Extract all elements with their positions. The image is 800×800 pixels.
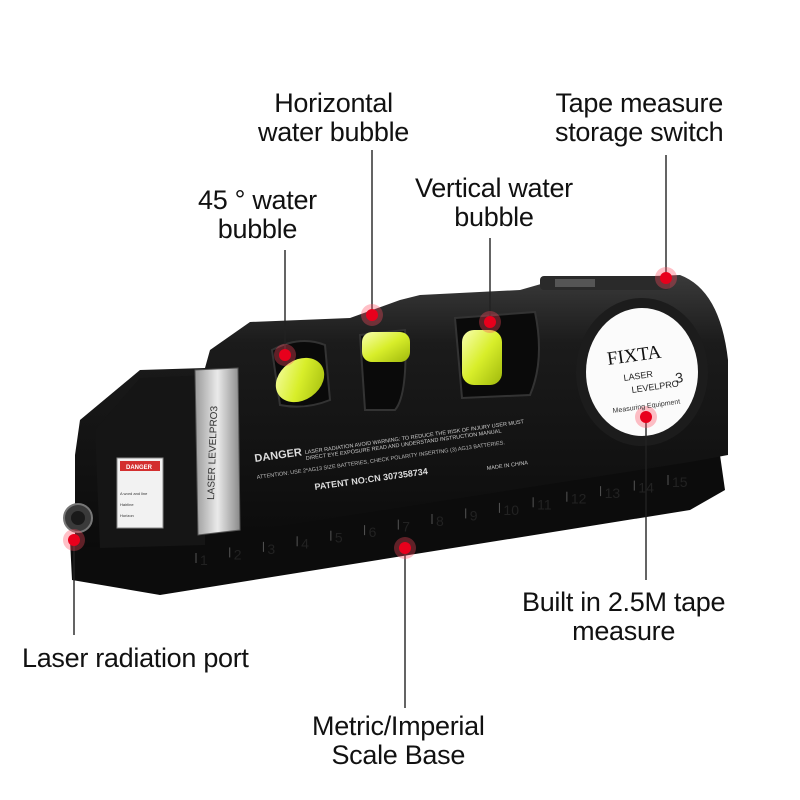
model-num: 3 (674, 369, 684, 386)
callout-line: Tape measure (555, 88, 723, 118)
callout-horizontal-bubble: Horizontal water bubble (258, 89, 409, 147)
callout-line: Scale Base (331, 740, 466, 770)
callout-line: 45 ° water (198, 185, 317, 215)
callout-line: Metric/Imperial (312, 711, 485, 741)
ruler-tick-label: 6 (369, 524, 377, 540)
callout-line: Built in 2.5M tape (522, 587, 726, 617)
sticker-line3: Horizon (120, 513, 134, 518)
ruler-tick-label: 11 (537, 496, 552, 512)
indicator-switch (660, 272, 672, 284)
indicator-45 (279, 349, 291, 361)
ruler-tick-label: 2 (234, 546, 242, 562)
callout-tape-switch: Tape measure storage switch (555, 88, 724, 147)
callout-scale-base: Metric/Imperial Scale Base (312, 712, 485, 770)
callout-line: storage switch (555, 117, 724, 147)
callout-line: Horizontal (274, 88, 393, 118)
model-line1: LASER (623, 369, 654, 383)
indicator-horizontal (366, 309, 378, 321)
sticker-line2: Hairline (120, 502, 134, 507)
sticker-danger: DANGER (126, 465, 153, 471)
indicator-scale (399, 542, 411, 554)
metal-plate (194, 367, 241, 536)
sticker-line1: A word and line (120, 491, 148, 496)
indicator-laser-port (68, 534, 80, 546)
ruler-tick-label: 5 (335, 530, 343, 546)
side-label: LASER LEVELPRO3 (206, 405, 220, 500)
callout-tape-measure: Built in 2.5M tape measure (522, 587, 726, 646)
callout-45-bubble: 45 ° water bubble (198, 186, 317, 244)
indicator-vertical (484, 316, 496, 328)
ruler-tick-label: 9 (470, 507, 478, 523)
indicator-tape (640, 411, 652, 423)
callout-line: Vertical water (415, 173, 573, 203)
ruler-tick-label: 7 (402, 519, 410, 535)
callout-vertical-bubble: Vertical water bubble (415, 174, 573, 232)
callout-line: measure (572, 616, 676, 646)
callout-laser-port: Laser radiation port (22, 644, 249, 673)
ruler-tick-label: 4 (301, 535, 309, 551)
ruler-tick-label: 1 (200, 552, 208, 568)
ruler-tick-label: 12 (571, 491, 587, 507)
ruler-tick-label: 13 (605, 485, 621, 501)
callout-line: bubble (454, 202, 534, 232)
callout-line: Laser radiation port (22, 643, 249, 673)
ruler-tick-label: 14 (638, 480, 654, 496)
made-in-text: MADE IN CHINA (486, 460, 528, 472)
callout-line: water bubble (258, 117, 410, 147)
ruler-tick-label: 15 (672, 474, 688, 490)
callout-line: bubble (217, 214, 298, 244)
ruler-tick-label: 8 (436, 513, 444, 529)
ruler-tick-label: 3 (267, 541, 275, 557)
ruler-tick-label: 10 (503, 502, 519, 518)
